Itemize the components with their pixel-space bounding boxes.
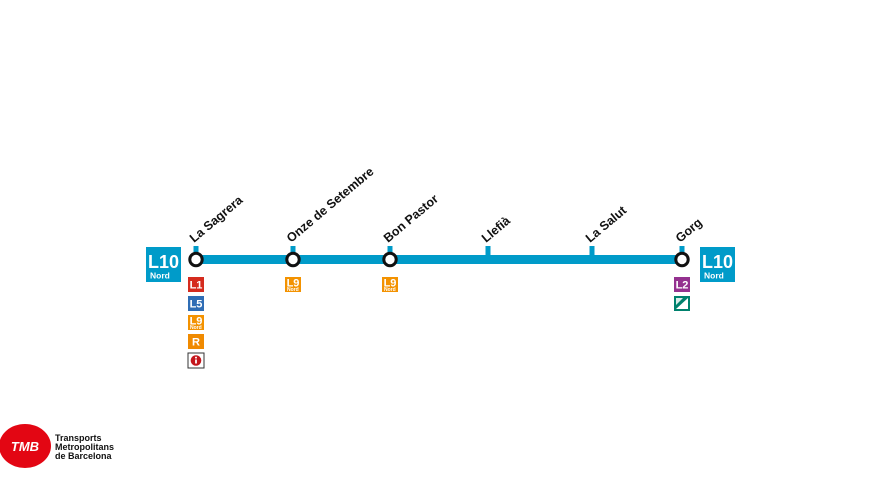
station-label: La Sagrera (187, 192, 246, 245)
tmb-logo: TMB Transports Metropolitans de Barcelon… (0, 424, 114, 468)
line-badge-left: L10 Nord (146, 247, 181, 282)
station-marker (382, 251, 398, 268)
line-badge-left-code: L10 (148, 252, 179, 272)
station-label: Gorg (673, 215, 705, 245)
transfer-badge-bg (674, 277, 690, 292)
station-tick (290, 246, 296, 254)
station-tick (387, 246, 393, 254)
transfer-badge-l5: L5 (188, 296, 204, 311)
transfer-badge-bg (188, 315, 204, 330)
tmb-logo-text-2: Metropolitans (55, 442, 114, 452)
line-badge-right-code: L10 (702, 252, 733, 272)
info-icon (190, 355, 202, 366)
transfer-badge-label: L5 (190, 299, 203, 311)
transfer-badge-label: L9 (287, 278, 300, 290)
transfer-badge-bg (285, 277, 301, 292)
transfer-badge-r: R (188, 334, 204, 349)
station-tick (485, 246, 491, 256)
station-marker (285, 251, 301, 268)
transfer-badge-label: L2 (676, 280, 689, 292)
line-badge-left-bg (146, 247, 181, 282)
station-tick (679, 246, 685, 254)
transfer-badge-bg (188, 334, 204, 349)
tram-icon (676, 298, 688, 309)
station-label: Bon Pastor (381, 192, 441, 246)
station-tick (589, 246, 595, 256)
station-marker (674, 251, 690, 268)
transfer-badge-sub: Nord (287, 287, 299, 293)
transfer-badge-info (187, 352, 205, 369)
transfer-badge-l2: L2 (674, 277, 690, 292)
station-marker (188, 251, 204, 268)
transfer-badge-label: R (192, 337, 200, 349)
transfer-badge-label: L1 (190, 280, 203, 292)
station-label: Llefià (479, 214, 513, 246)
tmb-logo-text-1: Transports (55, 433, 102, 443)
transfer-badge-bg (382, 277, 398, 292)
transfer-badge-tram (674, 296, 690, 311)
transfer-badge-sub: Nord (384, 287, 396, 293)
station-label: La Salut (583, 203, 630, 246)
line-badge-right: L10 Nord (700, 247, 735, 282)
transfer-badge-sub: Nord (190, 325, 202, 331)
line-l10-track (196, 255, 682, 264)
transfer-badge-bg (188, 277, 204, 292)
station-la-salut[interactable]: La Salut (583, 203, 630, 256)
tmb-logo-text-3: de Barcelona (55, 451, 113, 461)
transfer-badge-label: L9 (190, 316, 203, 328)
tmb-logo-mark-text: TMB (11, 439, 39, 454)
transfer-badge-label: L9 (384, 278, 397, 290)
transfer-badge-l1: L1 (188, 277, 204, 292)
transfer-badge-bg (188, 296, 204, 311)
tmb-logo-mark (0, 424, 51, 468)
line-badge-right-bg (700, 247, 735, 282)
station-label: Onze de Setembre (284, 164, 377, 245)
line-badge-right-branch: Nord (704, 271, 724, 281)
line-badge-left-branch: Nord (150, 271, 170, 281)
station-llefia[interactable]: Llefià (479, 214, 513, 256)
station-tick (193, 246, 199, 254)
